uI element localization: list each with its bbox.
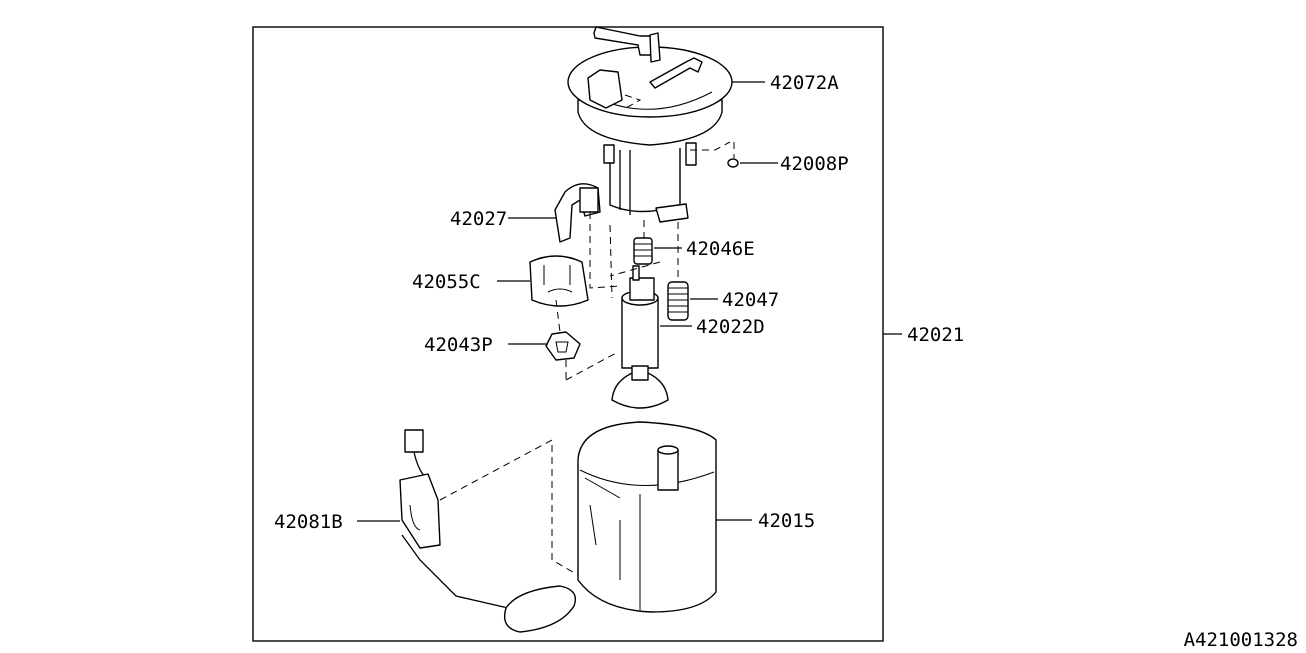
- label-42047: 42047: [722, 289, 779, 311]
- label-42015: 42015: [758, 510, 815, 532]
- label-42046E: 42046E: [686, 238, 755, 260]
- label-42021: 42021: [907, 324, 964, 346]
- label-42055C: 42055C: [412, 271, 481, 293]
- label-42043P: 42043P: [424, 334, 493, 356]
- label-42027: 42027: [450, 208, 507, 230]
- pump-flange-part: [567, 26, 733, 223]
- spring-part: [667, 281, 689, 321]
- level-sender-part: [399, 429, 577, 633]
- label-42008P: 42008P: [780, 153, 849, 175]
- filter-clip-part: [545, 331, 581, 361]
- fuel-pump-part: [611, 265, 669, 409]
- small-spring-part: [633, 237, 653, 265]
- label-42022D: 42022D: [696, 316, 765, 338]
- figure-code: A421001328: [1184, 629, 1298, 651]
- o-ring-part: [727, 158, 739, 168]
- reservoir-cup-part: [577, 421, 717, 613]
- pump-holder-part: [529, 255, 589, 307]
- label-42072A: 42072A: [770, 72, 839, 94]
- label-42081B: 42081B: [274, 511, 343, 533]
- bracket-clip-part: [554, 183, 601, 243]
